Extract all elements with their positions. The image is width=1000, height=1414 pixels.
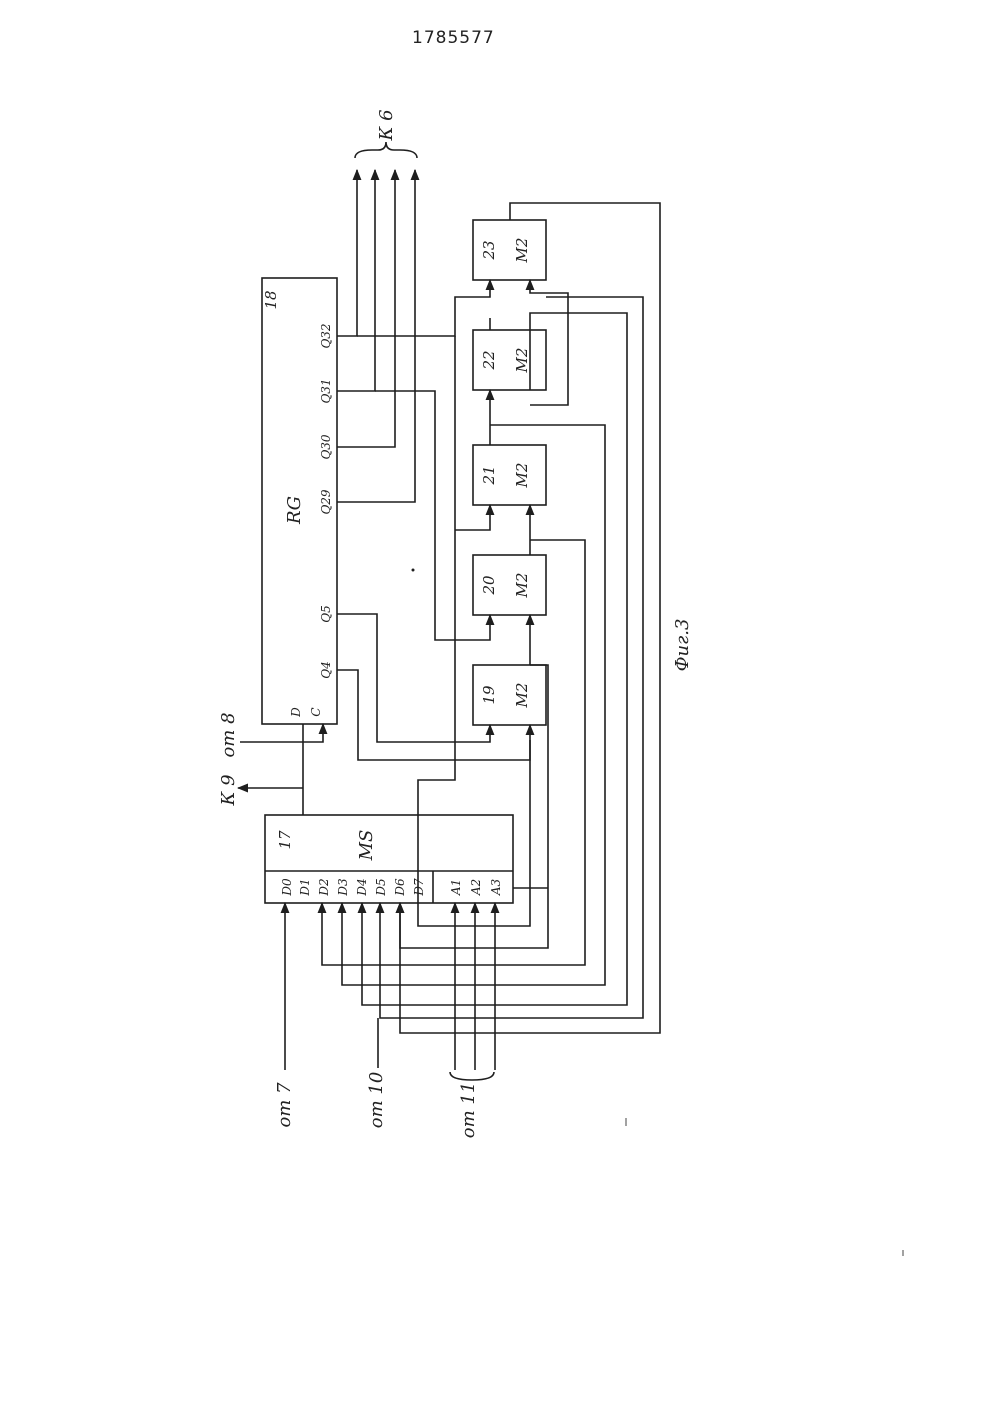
gate20-id: 20 — [480, 575, 498, 596]
register-q29-pin: Q29 — [319, 489, 333, 514]
register-q32-pin: Q32 — [319, 323, 333, 348]
mux-d4-pin: D4 — [355, 878, 369, 896]
multiplexer-type-label: MS — [356, 830, 377, 862]
wire-gate23-d1 — [380, 297, 643, 1018]
label-to-9: К 9 — [218, 774, 239, 806]
wire-gate22-d3 — [530, 280, 568, 405]
figure-caption: Фиг.3 — [672, 619, 693, 672]
brace-to-6 — [355, 142, 417, 158]
label-from-11: от 11 — [458, 1082, 479, 1139]
register-q4-pin: Q4 — [319, 661, 333, 678]
wire-q30-bus — [337, 170, 395, 447]
gate22-id: 22 — [480, 350, 498, 370]
register-d-pin: D — [289, 707, 303, 718]
gate23-id: 23 — [480, 240, 498, 260]
brace-from-11 — [450, 1072, 494, 1080]
mux-d0-pin: D0 — [280, 878, 294, 897]
register-id-label: 18 — [262, 290, 280, 309]
wire-q31-bus — [337, 170, 375, 391]
mux-d5-pin: D5 — [374, 878, 388, 896]
mux-a1-pin: A1 — [449, 879, 463, 896]
wire-q4 — [337, 670, 530, 760]
wire-gate22-d2 — [362, 313, 627, 1005]
wire-q5-gate19 — [337, 614, 490, 742]
register-q5-pin: Q5 — [319, 605, 333, 622]
gate23-type: M2 — [513, 238, 531, 264]
multiplexer-id-label: 17 — [276, 830, 294, 850]
register-q31-pin: Q31 — [319, 378, 333, 403]
gate20-type: M2 — [513, 573, 531, 599]
mux-d6-pin: D6 — [393, 878, 407, 897]
label-to-6: К 6 — [376, 109, 397, 141]
mux-a2-pin: A2 — [469, 879, 483, 896]
gate19-id: 19 — [480, 685, 498, 705]
gate19-type: M2 — [513, 683, 531, 709]
register-type-label: RG — [284, 496, 305, 525]
mux-d7-pin: D7 — [412, 878, 426, 897]
wire-q32-bus — [337, 170, 357, 336]
gate22-type: M2 — [513, 348, 531, 374]
scan-speck — [412, 569, 415, 572]
mux-a3-pin: A3 — [489, 878, 503, 896]
wire-from-8 — [240, 724, 323, 742]
mux-d2-pin: D2 — [317, 878, 331, 896]
label-from-8: от 8 — [218, 712, 239, 757]
label-from-7: от 7 — [274, 1082, 295, 1128]
wire-spine-gate21 — [455, 505, 490, 530]
gate21-id: 21 — [480, 465, 498, 485]
register-c-pin: C — [309, 707, 323, 716]
mux-d1-pin: D1 — [298, 878, 312, 896]
wire-q32-gate23 — [357, 280, 490, 336]
mux-d3-pin: D3 — [336, 878, 350, 897]
register-q30-pin: Q30 — [319, 434, 333, 459]
gate21-type: M2 — [513, 463, 531, 489]
label-from-10: от 10 — [366, 1072, 387, 1129]
